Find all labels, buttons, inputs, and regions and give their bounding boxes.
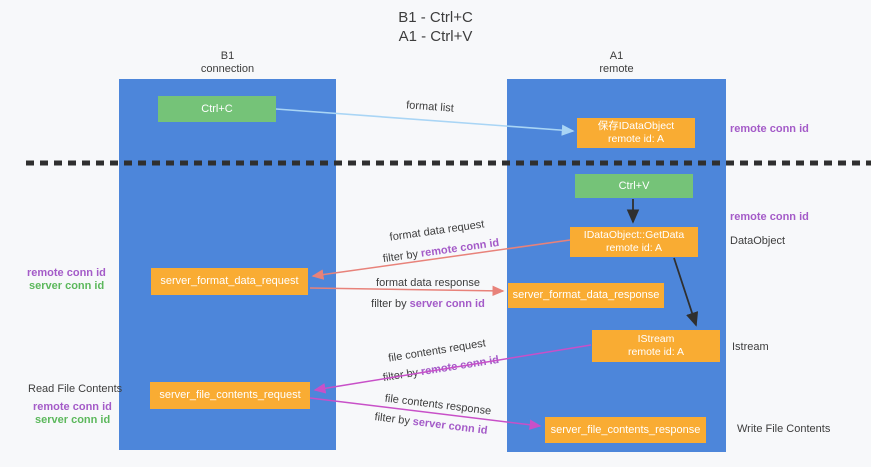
node-istream-line2: remote id: A (627, 346, 685, 358)
node-ctrl-c-label: Ctrl+C (201, 102, 233, 115)
node-idataobject-getdata-line2: remote id: A (605, 242, 663, 254)
node-server-format-data-request-label: server_format_data_request (160, 275, 299, 287)
label-remote-conn-id-right-top: remote conn id (730, 123, 809, 135)
right-column-name: A1 (609, 50, 624, 62)
node-ctrl-v: Ctrl+V (575, 174, 693, 198)
filter-prefix-2: filter by (371, 298, 407, 310)
label-remote-conn-id-left-top: remote conn id (27, 267, 106, 279)
node-server-format-data-request: server_format_data_request (151, 268, 308, 295)
filter-prefix-3: filter by (382, 366, 420, 385)
label-read-file-contents: Read File Contents (28, 383, 123, 395)
label-istream: Istream (732, 341, 769, 353)
filter-id-2: server conn id (409, 298, 485, 310)
node-save-dataobject: 保存IDataObject remote id: A (577, 118, 695, 148)
title-line-1: B1 - Ctrl+C (398, 9, 473, 26)
node-save-dataobject-line2: remote id: A (607, 133, 665, 145)
label-dataobject: DataObject (730, 235, 786, 247)
node-ctrl-c: Ctrl+C (158, 96, 276, 122)
label-remote-conn-id-right-mid: remote conn id (730, 211, 809, 223)
filter-id-4: server conn id (412, 415, 489, 437)
filter-id-1: remote conn id (420, 236, 500, 260)
node-server-file-contents-response-label: server_file_contents_response (550, 423, 701, 436)
node-ctrl-v-label: Ctrl+V (618, 179, 650, 192)
label-server-conn-id-left-bottom: server conn id (35, 414, 111, 426)
right-column-subtitle: remote (599, 63, 634, 75)
label-format-data-response: format data response (376, 277, 480, 289)
node-save-dataobject-line1: 保存IDataObject (597, 120, 675, 132)
node-idataobject-getdata-line1: IDataObject::GetData (583, 229, 685, 241)
diagram-title: B1 - Ctrl+C A1 - Ctrl+V (0, 8, 871, 46)
node-server-format-data-response-label: server_format_data_response (512, 289, 660, 301)
filter-prefix-1: filter by (382, 248, 419, 266)
left-column-subtitle: connection (200, 63, 255, 75)
label-remote-conn-id-left-bottom: remote conn id (33, 401, 112, 413)
label-server-conn-id-left-top: server conn id (29, 280, 105, 292)
left-column-name: B1 (220, 50, 235, 62)
right-column-header: A1 remote (507, 50, 726, 76)
node-server-format-data-response: server_format_data_response (508, 283, 664, 308)
left-column-header: B1 connection (119, 50, 336, 76)
node-istream-line1: IStream (637, 333, 675, 345)
node-server-file-contents-request: server_file_contents_request (150, 382, 310, 409)
title-line-2: A1 - Ctrl+V (398, 28, 473, 45)
filter-prefix-4: filter by (373, 411, 411, 428)
label-format-list: format list (405, 99, 455, 115)
node-istream: IStream remote id: A (592, 330, 720, 362)
node-idataobject-getdata: IDataObject::GetData remote id: A (570, 227, 698, 257)
label-write-file-contents: Write File Contents (737, 423, 831, 435)
node-server-file-contents-response: server_file_contents_response (545, 417, 706, 443)
node-server-file-contents-request-label: server_file_contents_request (159, 389, 301, 401)
